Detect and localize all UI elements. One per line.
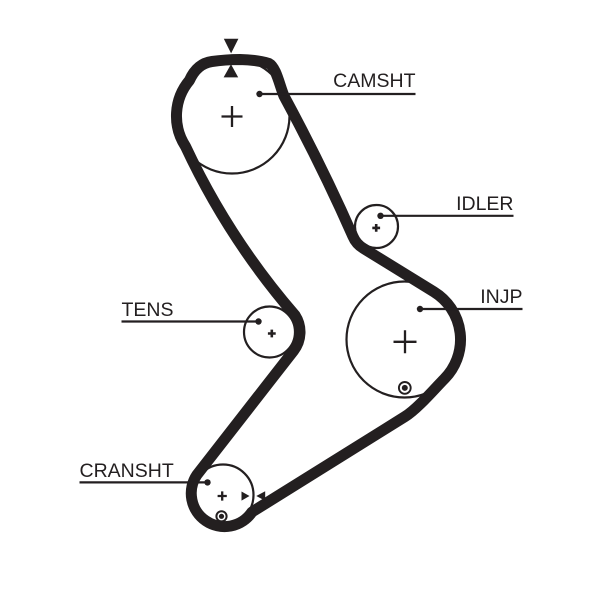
svg-text:CRANSHT: CRANSHT bbox=[80, 460, 174, 482]
svg-text:CAMSHT: CAMSHT bbox=[333, 70, 415, 92]
svg-text:INJP: INJP bbox=[480, 286, 522, 308]
svg-text:IDLER: IDLER bbox=[456, 193, 513, 215]
svg-text:TENS: TENS bbox=[122, 299, 174, 321]
